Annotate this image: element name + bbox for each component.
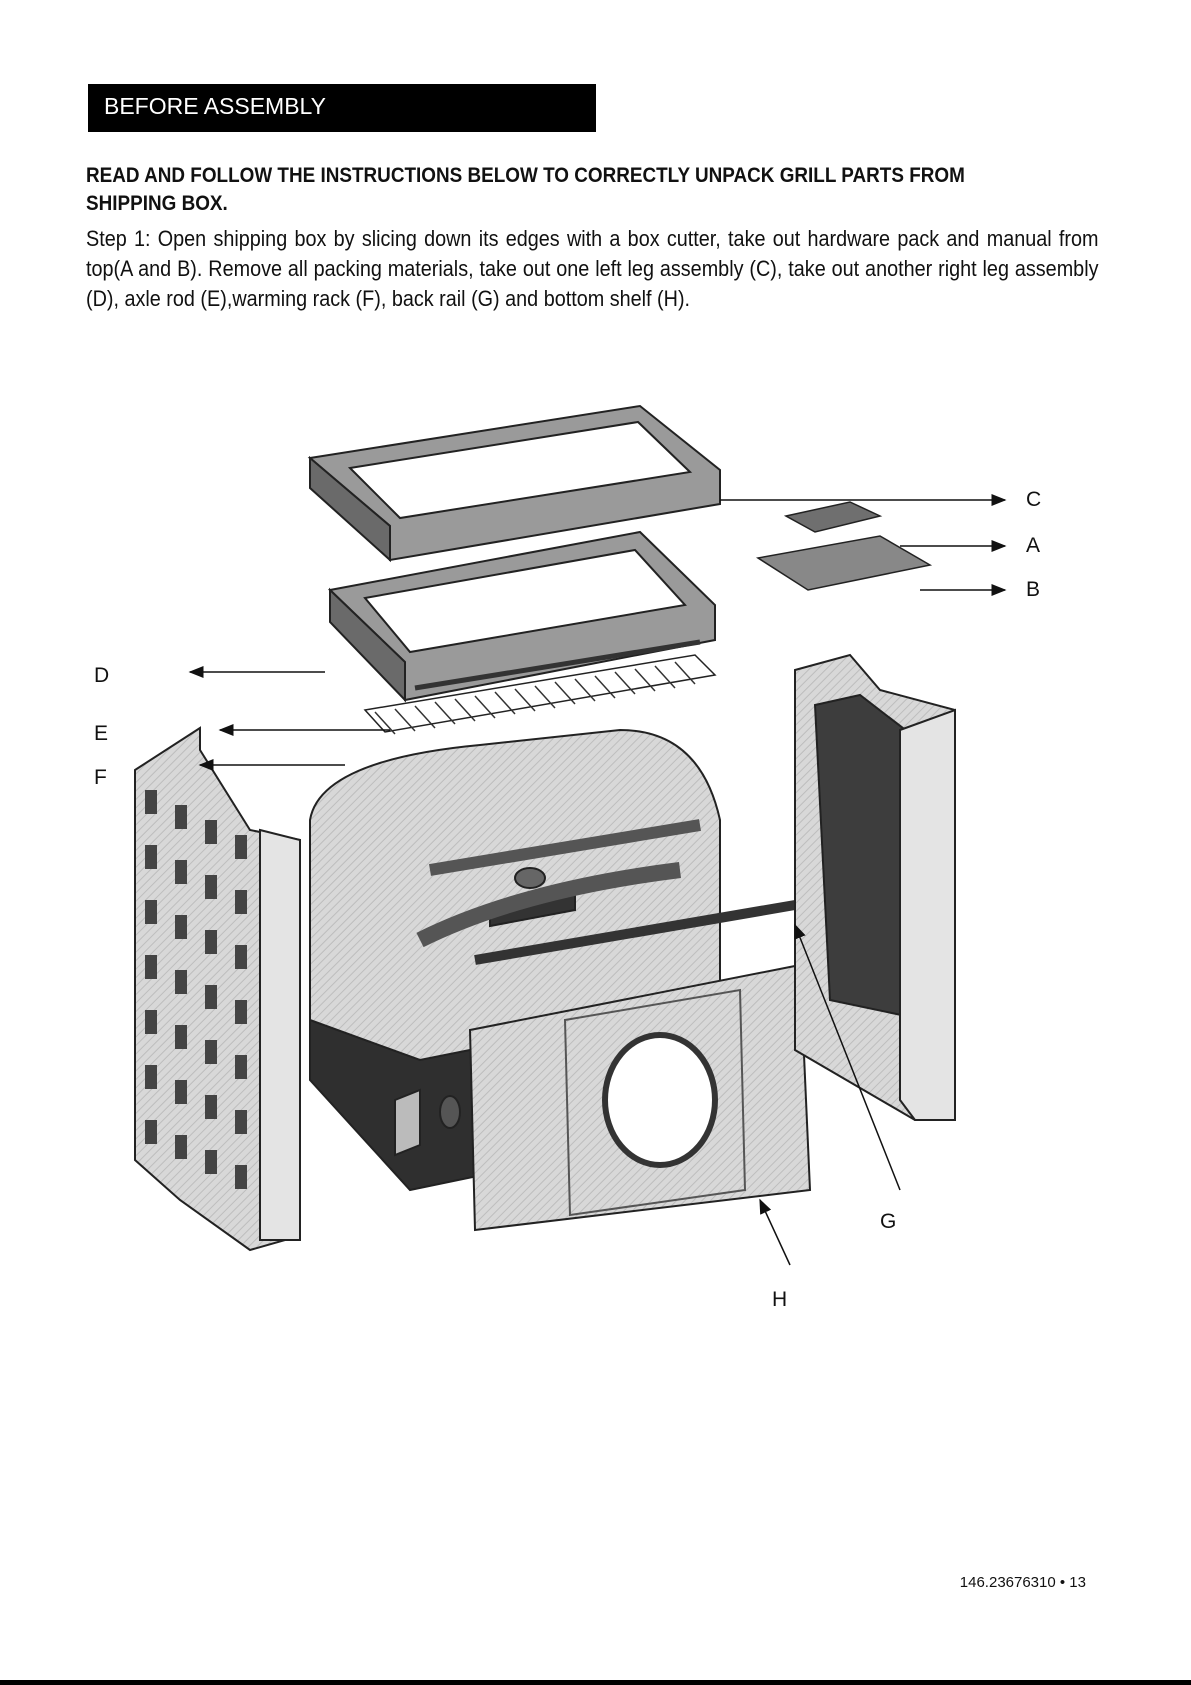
label-d: D <box>94 664 110 687</box>
warming-rack-part <box>363 654 717 735</box>
manual-part <box>755 535 933 591</box>
label-f: F <box>94 766 107 789</box>
label-b: B <box>1026 578 1041 601</box>
section-title: BEFORE ASSEMBLY <box>104 93 326 119</box>
bottom-rule <box>0 1680 1191 1685</box>
right-leg-assembly-part <box>327 530 716 703</box>
back-rail-part <box>474 900 796 965</box>
label-c: C <box>1026 488 1042 511</box>
right-side-panel-part <box>794 653 956 1121</box>
label-e: E <box>94 722 109 745</box>
hardware-pack-part <box>783 501 883 533</box>
left-leg-assembly-part <box>307 404 721 563</box>
step-1-text: Step 1: Open shipping box by slicing dow… <box>86 226 1099 311</box>
exploded-parts-diagram: C A B D E F G H <box>0 400 1191 1340</box>
parts-illustration <box>134 404 1007 1266</box>
left-side-panel-part <box>134 726 301 1252</box>
page-number: 146.23676310 • 13 <box>959 1574 1086 1591</box>
label-g: G <box>880 1210 897 1233</box>
section-header-bar: BEFORE ASSEMBLY <box>88 84 596 132</box>
axle-rod-part <box>414 639 701 691</box>
callout-arrows <box>188 494 1007 1266</box>
label-a: A <box>1026 534 1041 557</box>
label-h: H <box>772 1288 788 1311</box>
bottom-shelf-part <box>468 963 812 1232</box>
instructions-heading: READ AND FOLLOW THE INSTRUCTIONS BELOW T… <box>86 164 965 215</box>
